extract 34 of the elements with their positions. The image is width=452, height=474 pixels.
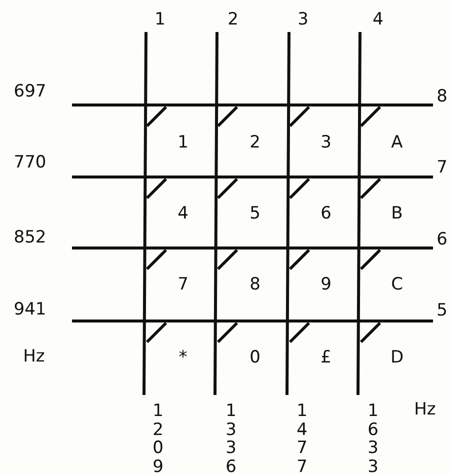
key-label: 4 <box>178 206 188 222</box>
key-label: 5 <box>250 206 260 222</box>
row-number: 7 <box>436 160 448 176</box>
key-label: 6 <box>320 206 332 222</box>
column-number: 1 <box>154 12 166 28</box>
frequency-label: 1336 <box>224 402 238 474</box>
column-number: 2 <box>228 12 238 28</box>
row-number: 6 <box>436 232 448 248</box>
key-label: 7 <box>178 276 188 294</box>
key-label: C <box>391 276 403 294</box>
unit-label: Hz <box>23 348 45 366</box>
frequency-label: 1209 <box>152 402 164 474</box>
row-number: 5 <box>436 302 448 320</box>
key-label: 2 <box>250 134 260 152</box>
key-label: B <box>391 206 403 222</box>
row-number: 8 <box>436 88 448 106</box>
unit-label: Hz <box>414 402 436 418</box>
key-label: 1 <box>178 134 188 152</box>
key-label: 0 <box>250 350 260 366</box>
frequency-label: 1633 <box>366 402 380 474</box>
key-label: 3 <box>320 134 332 152</box>
column-number: 4 <box>372 12 384 28</box>
frequency-label: 770 <box>14 154 46 172</box>
key-label: D <box>390 350 404 366</box>
frequency-label: 697 <box>14 84 46 100</box>
frequency-label: 852 <box>14 230 46 246</box>
frequency-label: 1477 <box>296 402 308 474</box>
key-label: 9 <box>320 276 332 294</box>
key-label: £ <box>320 350 332 366</box>
key-label: * <box>178 350 188 366</box>
column-number: 3 <box>298 12 308 28</box>
key-label: A <box>391 134 403 152</box>
frequency-label: 941 <box>14 302 46 318</box>
key-label: 8 <box>250 276 260 294</box>
